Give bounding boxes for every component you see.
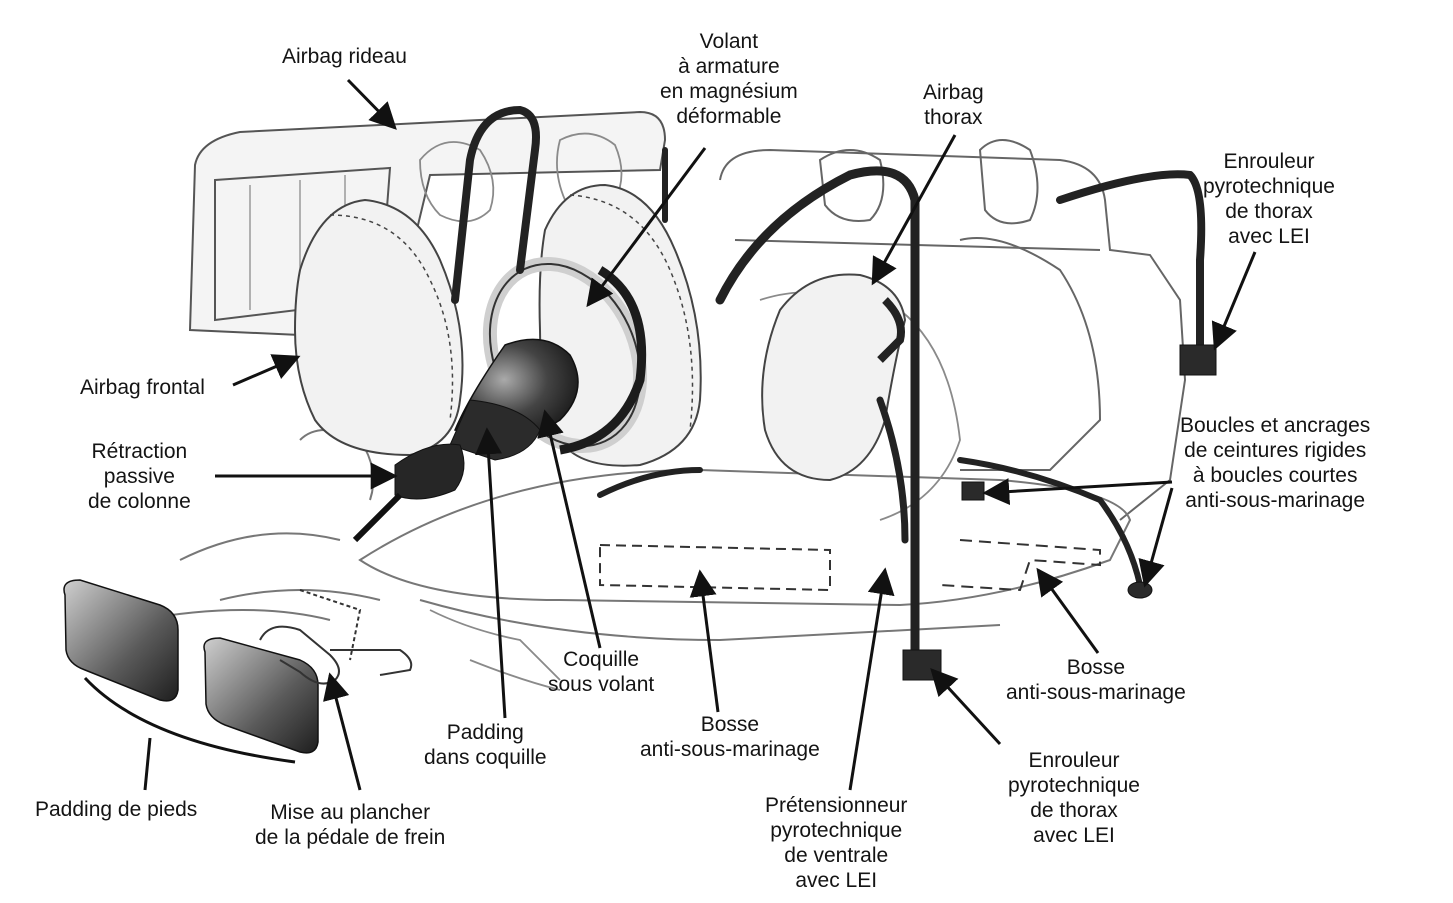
label-coquille-sous-volant: Coquille sous volant — [548, 647, 654, 697]
label-pretensionneur: Prétensionneur pyrotechnique de ventrale… — [765, 793, 907, 893]
label-mise-plancher: Mise au plancher de la pédale de frein — [255, 800, 445, 850]
thorax-airbag — [762, 274, 905, 480]
label-bosse-rear: Bosse anti-sous-marinage — [1006, 655, 1186, 705]
label-enrouleur-rear: Enrouleur pyrotechnique de thorax avec L… — [1203, 149, 1335, 249]
label-airbag-rideau: Airbag rideau — [282, 44, 407, 69]
label-airbag-thorax: Airbag thorax — [923, 80, 984, 130]
label-enrouleur-front: Enrouleur pyrotechnique de thorax avec L… — [1008, 748, 1140, 848]
foot-paddings — [64, 580, 318, 753]
label-retraction-colonne: Rétraction passive de colonne — [88, 439, 191, 514]
label-airbag-frontal: Airbag frontal — [80, 375, 205, 400]
label-padding-coquille: Padding dans coquille — [424, 720, 547, 770]
label-boucles-ancrages: Boucles et ancrages de ceintures rigides… — [1180, 413, 1370, 513]
front-airbag-passenger — [295, 200, 463, 455]
retractors — [903, 345, 1216, 680]
label-bosse-front: Bosse anti-sous-marinage — [640, 712, 820, 762]
label-volant-armature: Volant à armature en magnésium déformabl… — [660, 29, 798, 129]
label-padding-pieds: Padding de pieds — [35, 797, 197, 822]
